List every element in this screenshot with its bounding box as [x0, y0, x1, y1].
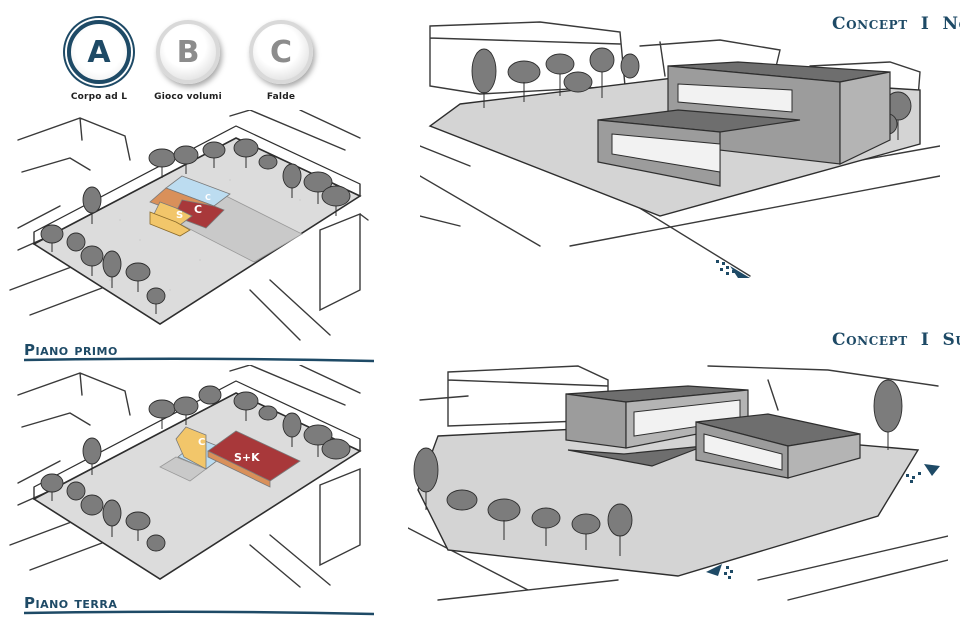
option-a-label: Corpo ad L	[70, 92, 128, 102]
south-arrow-icon	[706, 464, 940, 579]
concept-sud-separator: I	[920, 330, 930, 350]
option-b-letter: B	[176, 34, 200, 70]
concept-nord-label: Concept	[832, 14, 908, 34]
concept-south-perspective	[408, 365, 948, 601]
north-arrow-icon	[716, 260, 750, 278]
first-floor-plan-drawing: S C C	[9, 110, 369, 341]
tag-sk-terra: S+K	[234, 451, 260, 464]
tag-c-terra: C	[198, 437, 205, 448]
ground-floor-title: Piano terra	[24, 594, 118, 612]
concept-nord-separator: I	[920, 14, 930, 34]
option-c-label: Falde	[266, 92, 296, 102]
concept-nord-direction: Nord	[942, 14, 960, 34]
option-b-button[interactable]: B	[156, 20, 220, 84]
option-b-label: Gioco volumi	[154, 92, 222, 102]
tag-s-first: S	[176, 210, 183, 221]
concept-sud-direction: Sud	[942, 330, 960, 350]
option-c-button[interactable]: C	[249, 20, 313, 84]
tag-c-first: C	[194, 203, 202, 216]
concept-sud-label: Concept	[832, 330, 908, 350]
tag-c-first-small: C	[205, 193, 211, 202]
ground-floor-underline	[24, 610, 374, 616]
option-a-button[interactable]: A	[67, 20, 131, 84]
first-floor-title: Piano primo	[24, 341, 118, 359]
first-floor-underline	[24, 357, 374, 363]
concept-sud-title: Concept I Sud	[832, 330, 960, 350]
option-c-letter: C	[269, 34, 293, 70]
ground-floor-plan-drawing: C S+K	[9, 365, 362, 588]
concept-nord-title: Concept I Nord	[832, 14, 960, 34]
concept-north-perspective	[420, 21, 940, 278]
option-a-letter: A	[87, 34, 111, 70]
